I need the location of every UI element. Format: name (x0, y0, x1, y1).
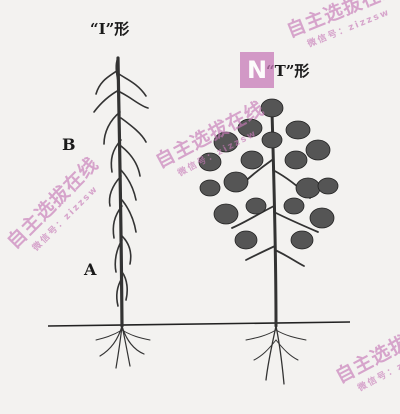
point-a-label: A (84, 262, 96, 278)
watermark-logo: N (240, 52, 274, 88)
ground-line (48, 322, 350, 326)
i-shape-title: “I”形 (90, 22, 129, 37)
point-b-label: B (62, 137, 76, 153)
i-shaped-plant (94, 58, 150, 368)
